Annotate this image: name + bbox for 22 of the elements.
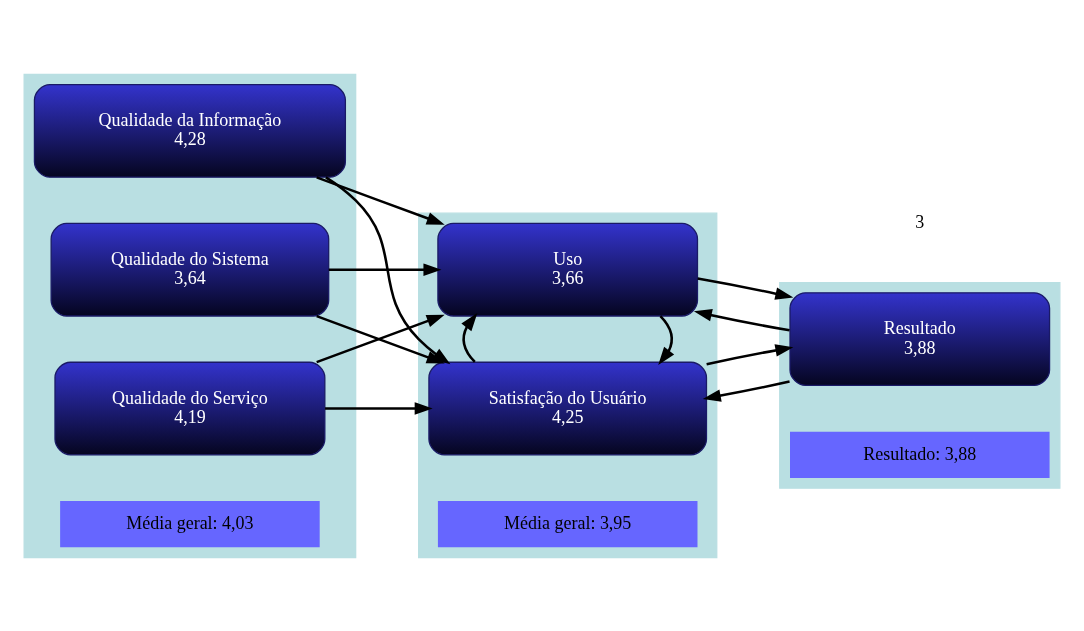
arrow — [461, 312, 478, 363]
node-box: Qualidade do Sistema 3,64 — [50, 222, 330, 317]
node-box: Satisfação do Usuário 4,25 — [428, 361, 708, 455]
arrow — [325, 401, 433, 415]
cluster — [779, 281, 1061, 489]
node-box: Qualidade do Serviço 4,19 — [54, 361, 326, 455]
arrow — [316, 314, 445, 363]
cluster — [23, 73, 357, 558]
node-box: Qualidade da Informação 4,28 — [33, 83, 347, 178]
label: Média geral: 4,03 — [126, 512, 254, 533]
node-box: Uso 3,66 — [437, 222, 699, 317]
node-box: Resultado 3,88 — [789, 291, 1051, 386]
label: Resultado: 3,88 — [863, 443, 977, 464]
arrow — [697, 276, 794, 300]
arrow — [702, 379, 790, 402]
label: 3 — [915, 211, 925, 232]
arrow — [693, 308, 790, 332]
arrow — [316, 175, 445, 225]
arrow — [658, 314, 675, 365]
arrow — [706, 343, 794, 365]
arrow — [328, 262, 442, 276]
label: Média geral: 3,95 — [504, 512, 632, 533]
